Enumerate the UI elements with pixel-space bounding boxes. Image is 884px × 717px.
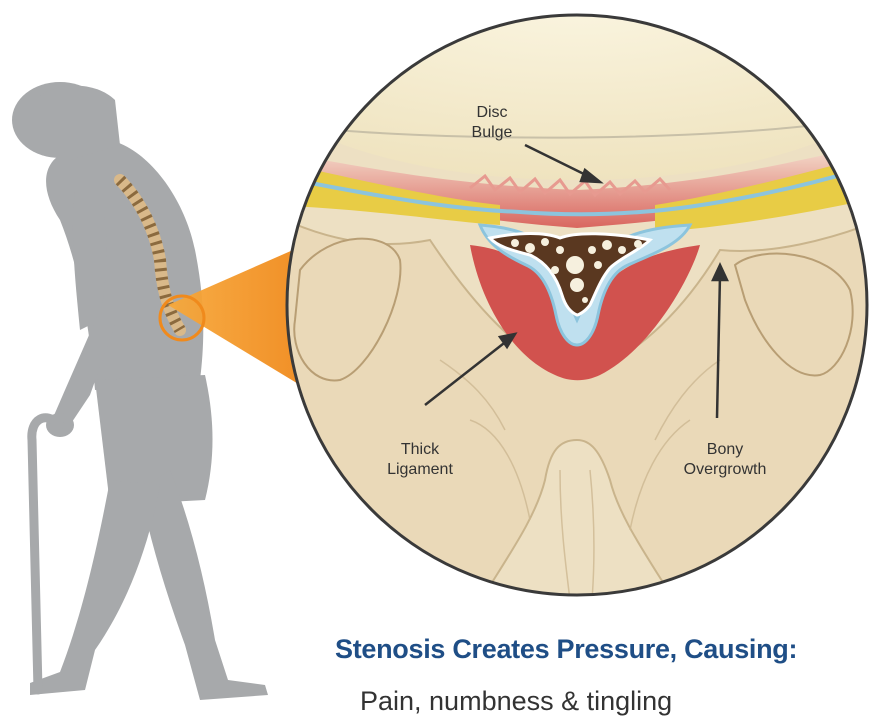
elderly-man-silhouette [12, 82, 268, 700]
bony-overgrowth-label-line2: Overgrowth [665, 460, 785, 480]
vertebra-cross-section [247, 0, 884, 610]
section-heading: Stenosis Creates Pressure, Causing: [335, 634, 884, 665]
bony-overgrowth-label-line1: Bony [665, 440, 785, 460]
disc-bulge-label-line1: Disc [462, 103, 522, 123]
disc-bulge-label-line2: Bulge [462, 123, 522, 143]
thick-ligament-label-line2: Ligament [365, 460, 475, 480]
thick-ligament-label-line1: Thick [365, 440, 475, 460]
cane [32, 418, 60, 690]
symptom-line: Pain, numbness & tingling [360, 686, 884, 717]
disc-bulge-label: Disc Bulge [462, 103, 522, 143]
thick-ligament-label: Thick Ligament [365, 440, 475, 480]
bony-overgrowth-label: Bony Overgrowth [665, 440, 785, 480]
